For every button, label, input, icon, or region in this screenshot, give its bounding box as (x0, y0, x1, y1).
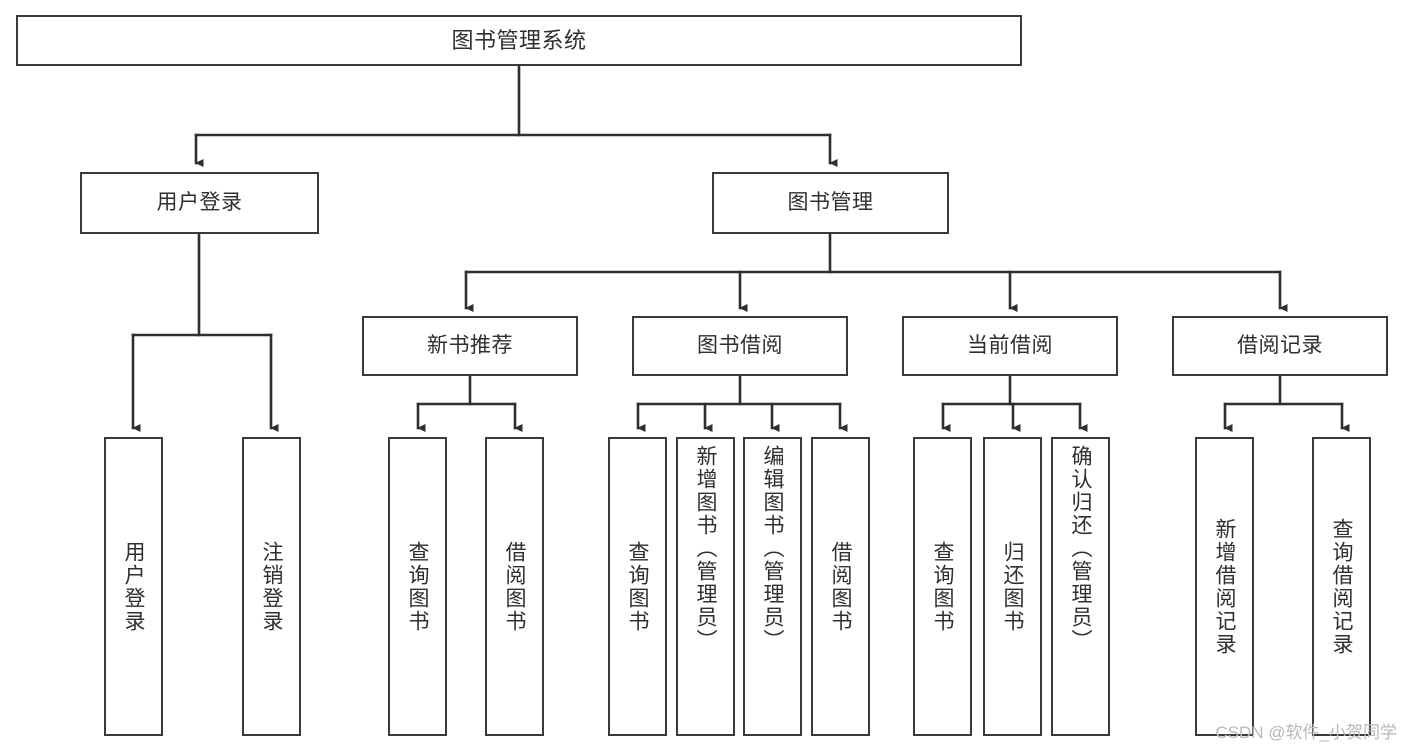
node-book-borrow[interactable]: 图书借阅 (632, 316, 848, 376)
watermark: CSDN @软件_小贺同学 (1215, 723, 1397, 742)
node-user-login[interactable]: 用户登录 (80, 172, 319, 234)
node-label: 图书管理系统 (451, 27, 587, 53)
leaf-confirm-return[interactable]: 确认归还（管理员） (1051, 437, 1110, 736)
node-label: 归还图书 (1001, 540, 1024, 633)
leaf-user-login[interactable]: 用户登录 (104, 437, 163, 736)
node-label: 新书推荐 (427, 333, 513, 357)
node-label: 图书借阅 (697, 333, 783, 357)
leaf-return-book[interactable]: 归还图书 (983, 437, 1042, 736)
node-label: 查询借阅记录 (1330, 517, 1353, 656)
node-label: 借阅记录 (1237, 333, 1323, 357)
node-new-book-recommend[interactable]: 新书推荐 (362, 316, 578, 376)
node-label: 查询图书 (406, 540, 429, 633)
node-label: 编辑图书（管理员） (761, 445, 784, 652)
leaf-add-book[interactable]: 新增图书（管理员） (676, 437, 735, 736)
leaf-query-book-borrow[interactable]: 查询图书 (608, 437, 667, 736)
leaf-edit-book[interactable]: 编辑图书（管理员） (743, 437, 802, 736)
node-label: 借阅图书 (829, 540, 852, 633)
leaf-query-book-recommend[interactable]: 查询图书 (388, 437, 447, 736)
node-label: 图书管理 (787, 190, 874, 214)
node-label: 当前借阅 (967, 333, 1053, 357)
node-label: 用户登录 (156, 190, 243, 214)
node-label: 确认归还（管理员） (1069, 445, 1092, 652)
node-root-system[interactable]: 图书管理系统 (16, 15, 1022, 66)
node-label: 用户登录 (122, 540, 145, 633)
leaf-borrow-book-recommend[interactable]: 借阅图书 (485, 437, 544, 736)
node-label: 借阅图书 (503, 540, 526, 633)
node-label: 注销登录 (260, 540, 283, 633)
leaf-add-borrow-record[interactable]: 新增借阅记录 (1195, 437, 1254, 736)
node-borrow-record[interactable]: 借阅记录 (1172, 316, 1388, 376)
node-current-borrow[interactable]: 当前借阅 (902, 316, 1118, 376)
node-label: 新增借阅记录 (1213, 517, 1236, 656)
node-label: 新增图书（管理员） (694, 445, 717, 652)
leaf-query-borrow-record[interactable]: 查询借阅记录 (1312, 437, 1371, 736)
node-label: 查询图书 (626, 540, 649, 633)
node-label: 查询图书 (931, 540, 954, 633)
node-book-manage[interactable]: 图书管理 (712, 172, 949, 234)
leaf-query-book-current[interactable]: 查询图书 (913, 437, 972, 736)
leaf-logout-login[interactable]: 注销登录 (242, 437, 301, 736)
leaf-borrow-book[interactable]: 借阅图书 (811, 437, 870, 736)
